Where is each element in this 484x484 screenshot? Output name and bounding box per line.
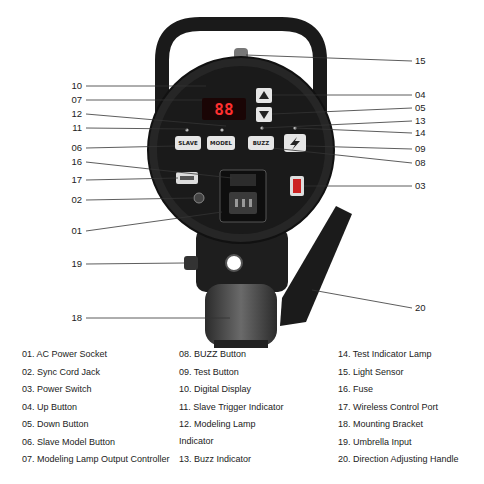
fuse-holder [230,174,256,186]
part-name: 18. Mounting Bracket [338,416,423,433]
digital-display: 88 [202,98,246,120]
callout-number: 15 [415,55,426,67]
button-label: MODEL [210,140,232,146]
part-name: 04. Up Button [22,399,77,416]
part-name: 05. Down Button [22,416,89,433]
ac-pin [242,199,245,207]
part-name: 02. Sync Cord Jack [22,364,100,381]
callout-number: 20 [415,302,426,314]
ac-pin [235,199,238,207]
part-name: 01. AC Power Socket [22,346,107,363]
button-label: BUZZ [253,140,270,146]
panel-button: MODEL [207,136,235,150]
down-button [256,107,272,122]
callout-number: 16 [71,156,82,168]
part-name: 12. Modeling Lamp Indicator [179,416,274,450]
callout-number: 09 [415,143,426,155]
part-name: 13. Buzz Indicator [179,451,251,468]
part-name: 20. Direction Adjusting Handle [338,451,459,468]
callout-number: 05 [415,102,426,114]
callout-number: 13 [415,115,426,127]
callout-number: 17 [71,174,82,186]
part-name: 06. Slave Model Button [22,434,115,451]
lock-knob [184,256,198,270]
ac-pin [249,199,252,207]
callout-number: 12 [71,108,82,120]
head-ring [157,66,325,234]
callout-number: 18 [71,312,82,324]
part-name: 11. Slave Trigger Indicator [179,399,283,416]
callout-number: 06 [71,142,82,154]
up-button [256,88,272,103]
callout-number: 10 [71,80,82,92]
part-name: 19. Umbrella Input [338,434,412,451]
callout-number: 02 [71,194,82,206]
display-digits: 88 [214,100,233,119]
stand-socket [214,340,268,348]
part-name: 17. Wireless Control Port [338,399,438,416]
panel-button: SLAVE [175,136,201,150]
callout-number: 03 [415,180,426,192]
part-name: 09. Test Button [179,364,239,381]
callout-number: 01 [71,225,82,237]
ac-inlet [229,192,257,214]
callout-number: 19 [71,258,82,270]
part-name: 10. Digital Display [179,381,251,398]
leader-lines [86,55,412,318]
usb-slot [180,176,194,180]
part-name: 03. Power Switch [22,381,92,398]
callout-number: 14 [415,127,426,139]
button-label: SLAVE [178,140,197,146]
sync-jack [194,193,204,203]
indicator-led [220,128,223,131]
umbrella-input [226,255,242,271]
callout-number: 11 [72,122,82,134]
power-switch [290,176,304,196]
down-arrow [259,111,269,119]
mounting-bracket [205,284,277,346]
callout-number: 07 [71,94,82,106]
callout-number: 04 [415,89,426,101]
part-name: 08. BUZZ Button [179,346,246,363]
switch-rocker [293,179,301,193]
part-name: 14. Test Indicator Lamp [338,346,431,363]
part-name: 15. Light Sensor [338,364,404,381]
flash-head [148,57,334,243]
flash-icon [290,137,300,150]
callout-number: 08 [415,157,426,169]
panel-button: BUZZ [248,136,274,150]
part-name: 07. Modeling Lamp Output Controller [22,451,170,468]
up-arrow [259,91,269,99]
part-name: 16. Fuse [338,381,373,398]
